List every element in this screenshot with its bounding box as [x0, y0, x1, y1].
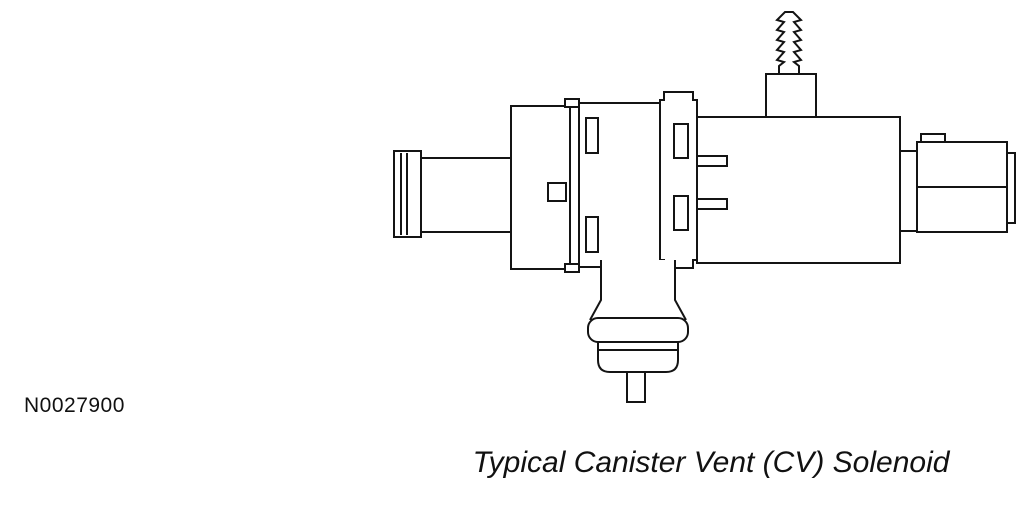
solenoid-body [696, 116, 901, 264]
valve-body-left-section [510, 105, 571, 270]
valve-body-center-section [564, 98, 661, 273]
left-hose-port [393, 150, 514, 238]
mounting-stud [765, 11, 817, 118]
electrical-connector [899, 133, 1016, 233]
terminal-pins [696, 155, 728, 210]
figure-caption: Typical Canister Vent (CV) Solenoid [472, 446, 950, 479]
figure-reference-number: N0027900 [24, 394, 125, 417]
flange-plate [659, 91, 698, 269]
stud-threads [775, 11, 803, 75]
stud-boss [765, 73, 817, 118]
bottom-vent-port [587, 260, 689, 403]
